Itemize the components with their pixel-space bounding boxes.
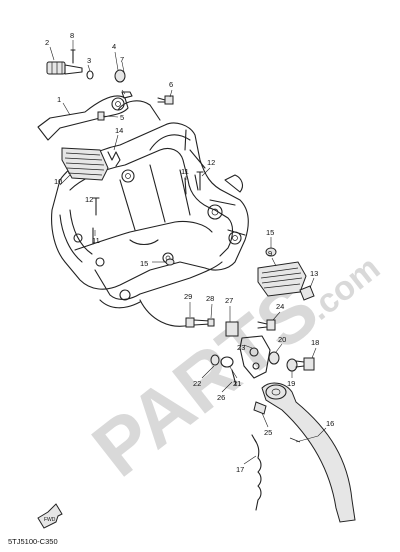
- callout-4: 4: [112, 42, 116, 51]
- callout-20: 20: [278, 335, 286, 344]
- pivot-bolt: [46, 61, 83, 75]
- callout-8: 8: [70, 31, 74, 40]
- callout-23: 23: [237, 343, 245, 352]
- callout-11a: 11: [181, 167, 189, 176]
- washer-21: [220, 356, 234, 368]
- callout-25: 25: [264, 428, 272, 437]
- callout-10: 10: [54, 177, 62, 186]
- pin-8: [70, 49, 76, 64]
- callout-13: 13: [310, 269, 318, 278]
- callout-labels: 1 2 3 4 5 6 7 8 9 10 11 11 12 12 13 14 1…: [45, 31, 334, 474]
- callout-2: 2: [45, 38, 49, 47]
- callout-27: 27: [225, 296, 233, 305]
- bolt-24: [257, 319, 276, 331]
- nut-27: [225, 321, 239, 337]
- callout-9: 9: [268, 249, 272, 258]
- footrest-left: [61, 147, 109, 181]
- callout-21: 21: [233, 379, 241, 388]
- fwd-label: FWD: [44, 517, 56, 523]
- callout-26: 26: [217, 393, 225, 402]
- callout-7: 7: [120, 55, 124, 64]
- callout-5: 5: [120, 113, 124, 122]
- frame: [51, 100, 249, 327]
- diagram-code: 5TJ5100-C350: [8, 537, 58, 546]
- callout-16: 16: [326, 419, 334, 428]
- clip-25: [253, 401, 267, 415]
- callout-14: 14: [115, 126, 123, 135]
- fwd-arrow-icon: FWD: [37, 503, 63, 529]
- sidestand: [261, 382, 356, 523]
- callout-22: 22: [193, 379, 201, 388]
- callout-28: 28: [206, 294, 214, 303]
- bolt-11-right: [184, 177, 187, 195]
- callout-19: 19: [287, 379, 295, 388]
- callout-29: 29: [184, 292, 192, 301]
- callout-18: 18: [311, 338, 319, 347]
- callout-11b: 11: [92, 236, 100, 245]
- callout-1: 1: [57, 95, 61, 104]
- stand-bracket: [239, 335, 271, 379]
- washer-28: [207, 318, 215, 327]
- callout-12a: 12: [207, 158, 215, 167]
- callout-15b: 15: [266, 228, 274, 237]
- bolt-18: [295, 357, 315, 371]
- callout-6: 6: [169, 80, 173, 89]
- nut-22: [210, 354, 220, 366]
- bolt-6: [157, 95, 174, 105]
- callout-24: 24: [276, 302, 284, 311]
- bolt-12-upper: [196, 171, 204, 191]
- clip-13: [299, 285, 315, 301]
- spring-17: [251, 434, 262, 511]
- footrest-right: [257, 261, 307, 297]
- bolt-29: [185, 317, 211, 328]
- pin-26: [231, 369, 237, 386]
- washer-15-left: [165, 258, 175, 266]
- spring-14: [107, 151, 121, 167]
- callout-12b: 12: [85, 195, 93, 204]
- watermark: PARTS .com: [76, 249, 387, 493]
- callout-17: 17: [236, 465, 244, 474]
- washer-4: [114, 69, 126, 83]
- washer-3: [86, 70, 94, 80]
- leader-lines: [49, 40, 327, 465]
- clip-7: [121, 91, 133, 99]
- washer-20: [268, 351, 280, 365]
- callout-15a: 15: [140, 259, 148, 268]
- callout-3: 3: [87, 56, 91, 65]
